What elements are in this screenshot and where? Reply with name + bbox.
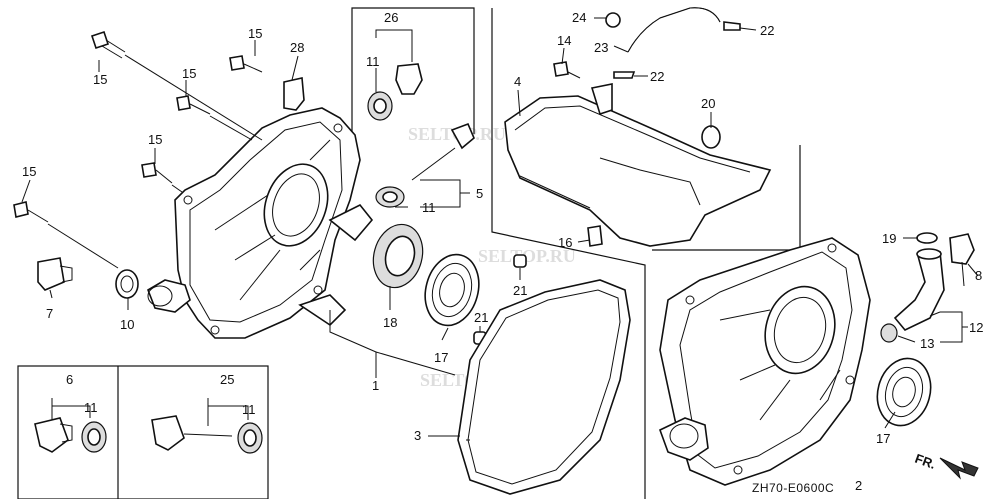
ball-bearing xyxy=(876,357,932,427)
callout-5: 5 xyxy=(476,186,483,201)
group-boxes xyxy=(17,7,801,499)
crankcase-cover-left xyxy=(147,107,374,339)
callout-24: 24 xyxy=(572,10,586,25)
callout-23: 23 xyxy=(594,40,608,55)
callout-17: 17 xyxy=(434,350,448,365)
front-label: FR. xyxy=(913,451,938,472)
callout-13: 13 xyxy=(920,336,934,351)
oil-seal-small xyxy=(375,186,405,208)
bolt-15-b xyxy=(176,95,211,115)
o-ring xyxy=(701,125,721,149)
callout-11: 11 xyxy=(422,200,436,215)
hose-clip xyxy=(605,12,621,28)
callout-7: 7 xyxy=(46,306,53,321)
dipstick-and-seal-25 xyxy=(151,415,263,454)
callout-15: 15 xyxy=(148,132,162,147)
callout-28: 28 xyxy=(290,40,304,55)
callout-labels: 15 15 15 15 15 28 26 11 5 11 18 17 21 21… xyxy=(22,10,983,495)
callout-22: 22 xyxy=(650,69,664,84)
oil-cap-and-seal-6 xyxy=(34,417,107,453)
fuel-tank xyxy=(504,83,772,247)
bracket xyxy=(283,77,305,111)
tank-bolt xyxy=(553,61,581,79)
hose-clamp xyxy=(613,71,636,79)
callout-15: 15 xyxy=(22,164,36,179)
callout-21: 21 xyxy=(513,283,527,298)
callout-15: 15 xyxy=(182,66,196,81)
callout-1: 1 xyxy=(372,378,379,393)
callout-14: 14 xyxy=(557,33,571,48)
dowel-pin xyxy=(513,254,527,268)
bolt-15-a xyxy=(90,30,126,59)
gasket xyxy=(457,279,631,495)
fuel-hose xyxy=(627,7,721,53)
hose-clamp xyxy=(723,21,741,31)
leader-lines xyxy=(21,17,979,441)
drain-bolt xyxy=(587,225,603,247)
callout-20: 20 xyxy=(701,96,715,111)
o-ring xyxy=(880,323,898,343)
oil-filler-cap xyxy=(949,233,975,287)
callout-25: 25 xyxy=(220,372,234,387)
callout-11: 11 xyxy=(242,402,256,417)
oil-filler-tube xyxy=(893,248,945,331)
front-direction-arrow xyxy=(939,457,979,480)
callout-15: 15 xyxy=(93,72,107,87)
callout-11: 11 xyxy=(366,54,380,69)
bolt-15-d xyxy=(141,162,173,184)
diagram-code: ZH70-E0600C xyxy=(752,481,834,495)
drain-plug xyxy=(37,257,73,291)
callout-3: 3 xyxy=(414,428,421,443)
callout-10: 10 xyxy=(120,317,134,332)
callout-2: 2 xyxy=(855,478,862,493)
callout-19: 19 xyxy=(882,231,896,246)
callout-6: 6 xyxy=(66,372,73,387)
callout-16: 16 xyxy=(558,235,572,250)
callout-17: 17 xyxy=(876,431,890,446)
bolt-15-c xyxy=(229,55,263,73)
o-ring xyxy=(916,232,938,244)
callout-26: 26 xyxy=(384,10,398,25)
watermark: SELTOP.RU xyxy=(478,246,576,266)
callout-11: 11 xyxy=(84,400,98,415)
dipstick xyxy=(411,122,475,181)
callout-22: 22 xyxy=(760,23,774,38)
callout-12: 12 xyxy=(969,320,983,335)
ball-bearing xyxy=(424,253,480,327)
oil-seal xyxy=(372,223,424,289)
oil-filler-cap-set xyxy=(367,63,423,121)
bolt-15-e xyxy=(13,201,49,223)
washer xyxy=(115,269,139,299)
crankcase-cover-right xyxy=(659,237,871,486)
flange-bolts xyxy=(13,30,263,269)
callout-15: 15 xyxy=(248,26,262,41)
callout-4: 4 xyxy=(514,74,521,89)
callout-8: 8 xyxy=(975,268,982,283)
callout-21: 21 xyxy=(474,310,488,325)
callout-18: 18 xyxy=(383,315,397,330)
